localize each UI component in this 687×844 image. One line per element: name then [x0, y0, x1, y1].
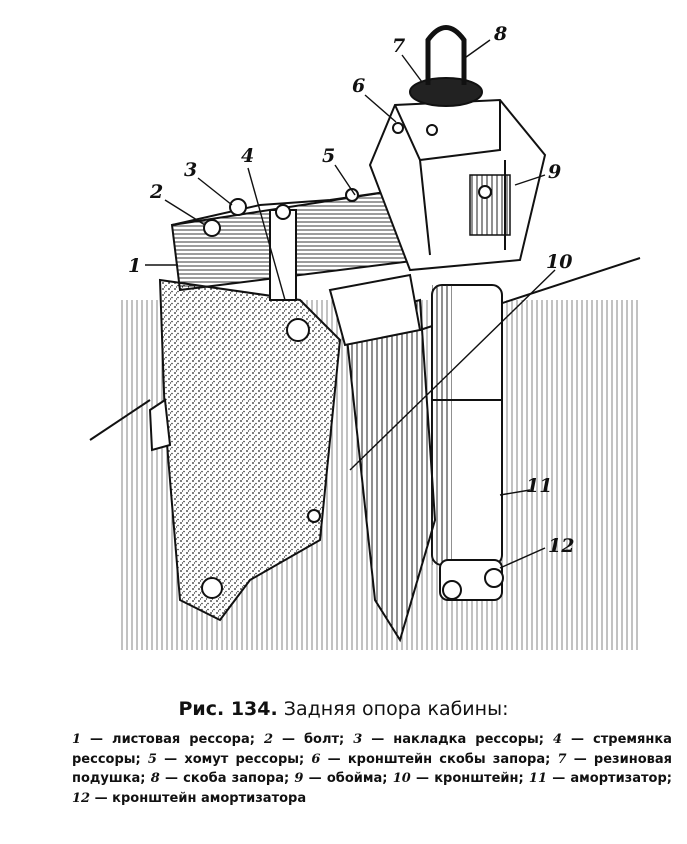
- callout-9: 9: [548, 161, 561, 183]
- callout-5: 5: [322, 145, 335, 167]
- shock-absorber: [431, 284, 504, 601]
- legend-item: 12 — кронштейн амортизатора: [72, 790, 307, 806]
- legend-item: 4 — стремянка рессоры;: [72, 732, 672, 767]
- callout-6: 6: [352, 75, 365, 97]
- callout-8: 8: [493, 23, 507, 45]
- callout-leaders: [145, 39, 556, 569]
- callout-4: 4: [241, 145, 254, 167]
- figure-number: Рис. 134.: [178, 698, 278, 720]
- figure-caption-title: Рис. 134. Задняя опора кабины:: [0, 698, 687, 720]
- callout-11: 11: [526, 475, 552, 497]
- callout-2: 2: [149, 181, 163, 203]
- lock-bracket-assembly: [368, 25, 547, 272]
- figure-legend: 1 — листовая рессора; 2 — болт; 3 — накл…: [72, 730, 672, 808]
- figure-title: Задняя опора кабины:: [283, 698, 509, 720]
- bracket: [328, 273, 437, 643]
- callout-3: 3: [184, 159, 197, 181]
- legend-item: 2 — болт;: [263, 732, 345, 747]
- legend-item: 1 — листовая рессора;: [72, 732, 255, 747]
- legend-item: 11 — амортизатор;: [528, 771, 672, 786]
- legend-item: 8 — скоба запора;: [150, 771, 290, 786]
- legend-item: 3 — накладка рессоры;: [353, 732, 544, 747]
- legend-item: 7 — резиновая подушка;: [72, 751, 672, 787]
- callout-7: 7: [392, 35, 405, 57]
- legend-item: 5 — хомут рессоры;: [147, 751, 305, 767]
- callout-1: 1: [128, 255, 141, 277]
- legend-item: 10 — кронштейн;: [392, 771, 524, 786]
- legend-item: 6 — кронштейн скобы запора;: [311, 751, 551, 767]
- frame-bracket: [148, 278, 342, 622]
- callout-10: 10: [546, 251, 572, 273]
- legend-item: 9 — обойма;: [294, 771, 388, 786]
- rear-cabin-support-illustration: 1 2 3 4 5 6 7 8 9 10 11 12: [89, 23, 641, 650]
- callout-12: 12: [548, 535, 574, 557]
- callout-labels: 1 2 3 4 5 6 7 8 9 10 11 12: [128, 23, 574, 557]
